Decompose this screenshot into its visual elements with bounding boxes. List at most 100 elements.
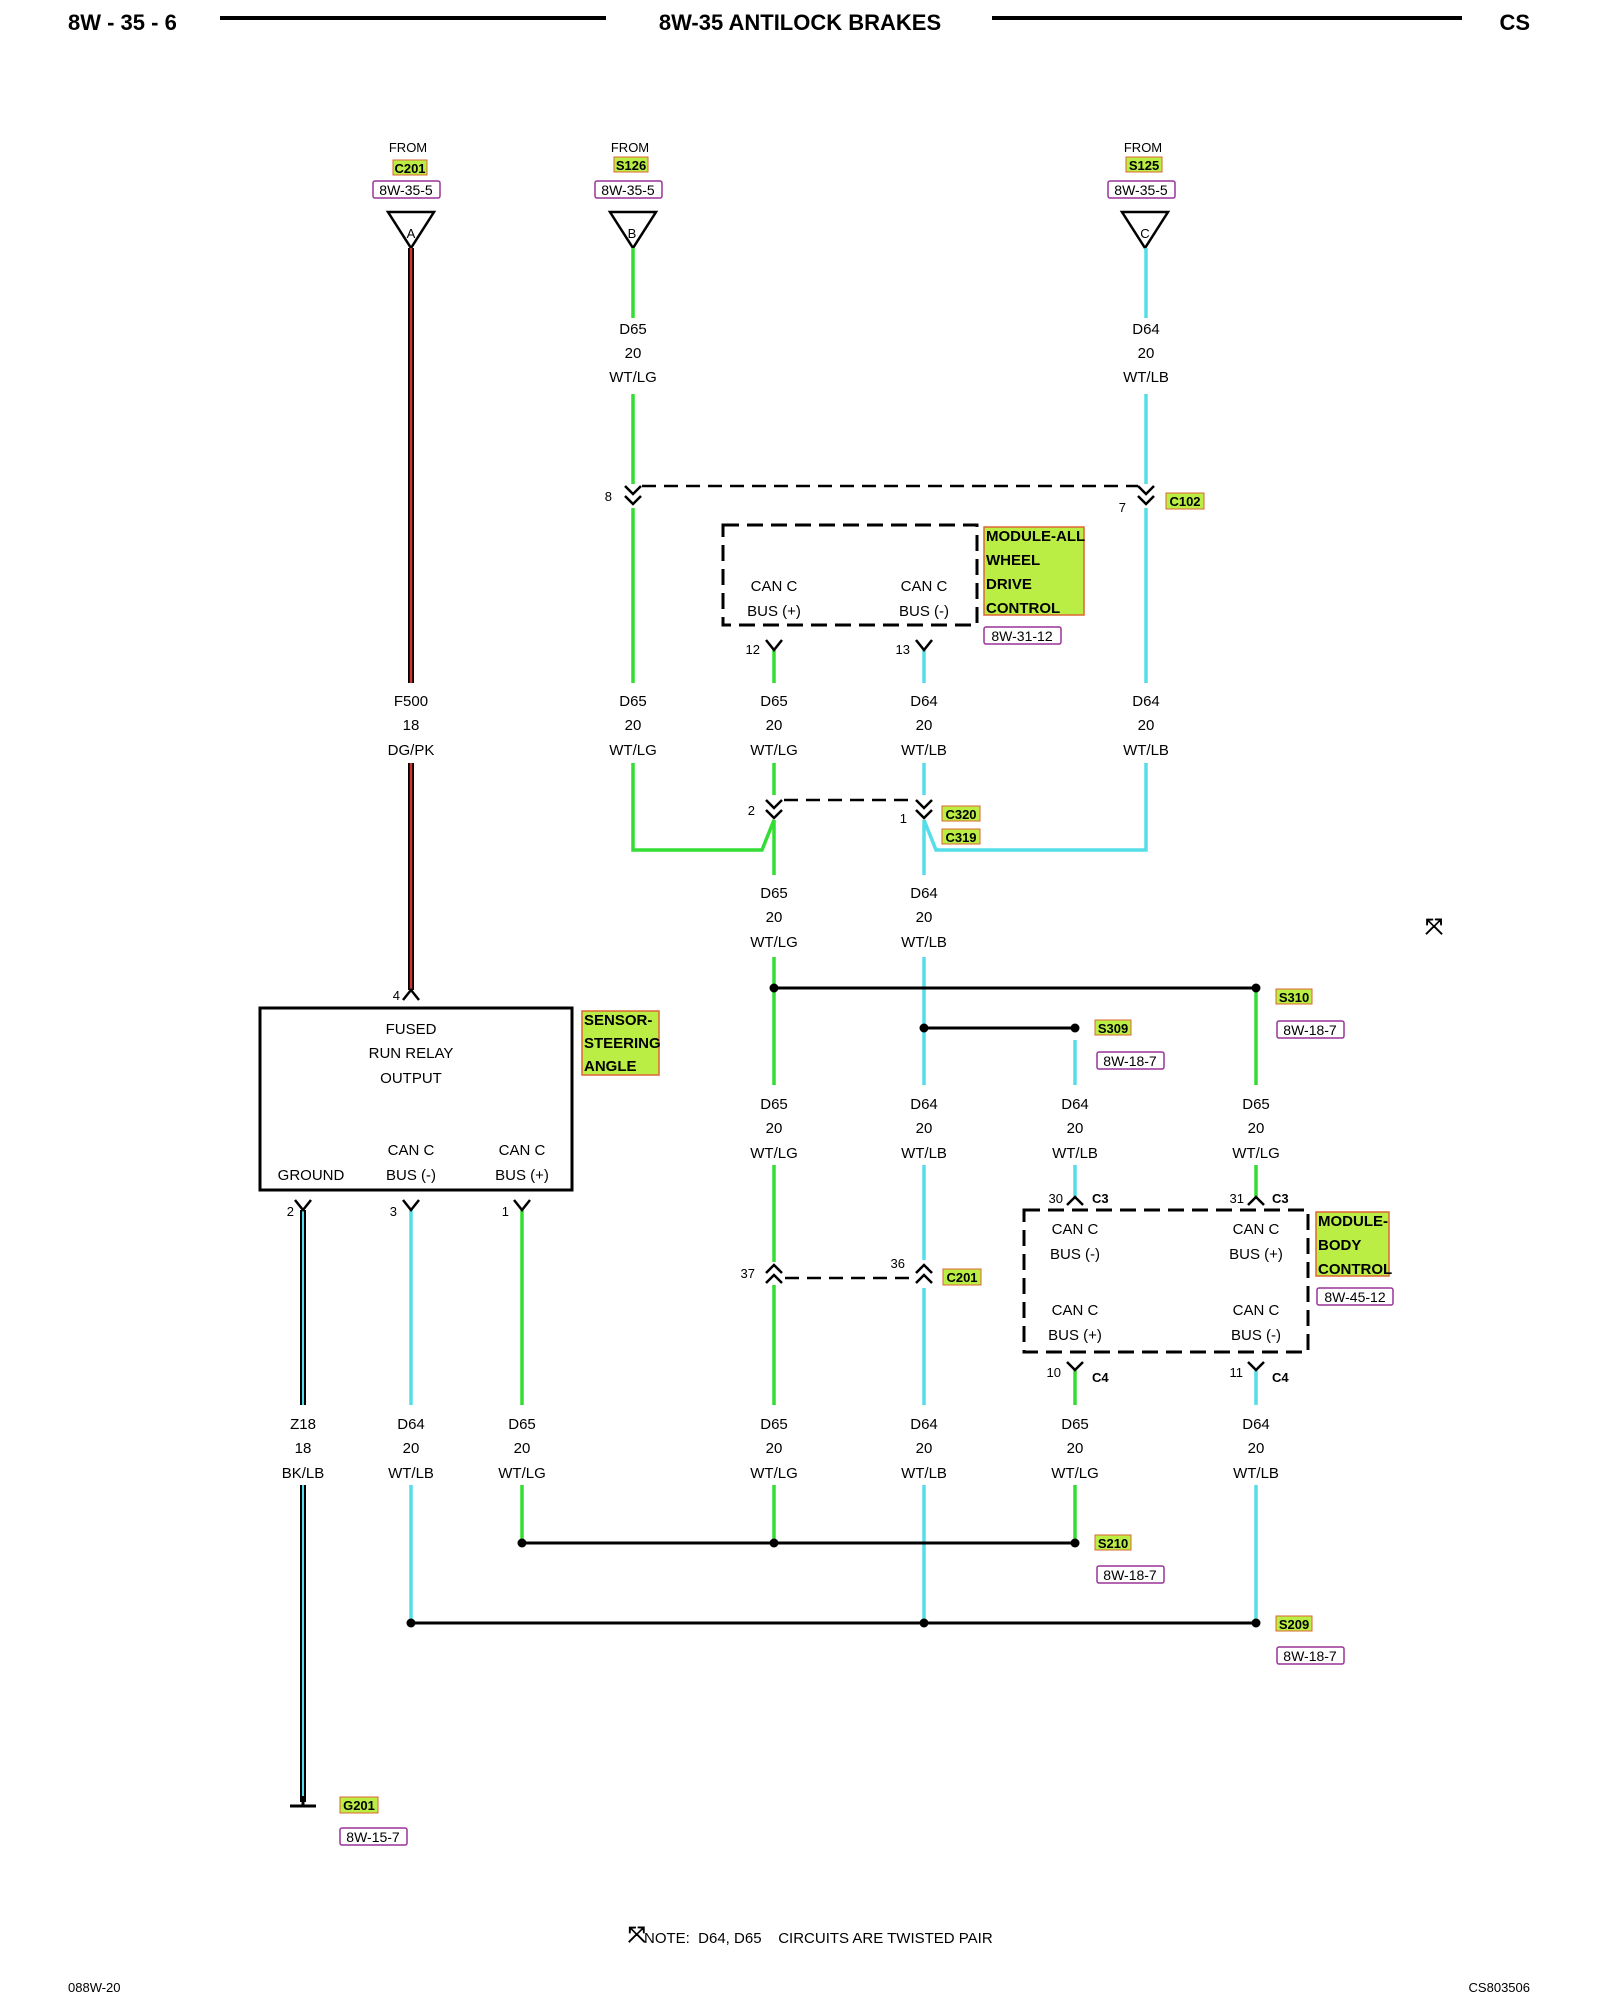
pin-label: 37: [741, 1266, 755, 1281]
module-all-wheel-drive: CAN C BUS (+) CAN C BUS (-) MODULE-ALL W…: [721, 523, 1085, 657]
svg-text:20: 20: [766, 717, 783, 734]
splice-ref: 8W-18-7: [1103, 1053, 1157, 1069]
module-name: STEERING: [584, 1035, 661, 1052]
pin-label: 7: [1119, 500, 1126, 515]
source-ref: 8W-35-5: [601, 182, 655, 198]
pin-function: CAN C: [1052, 1302, 1099, 1319]
svg-text:20: 20: [403, 1440, 420, 1457]
splice-name: S209: [1279, 1617, 1309, 1632]
svg-text:D65: D65: [619, 321, 647, 338]
svg-text:D64: D64: [910, 693, 938, 710]
connector-name: C201: [946, 1270, 977, 1285]
pin-function: BUS (+): [1229, 1246, 1283, 1263]
pin-function: FUSED: [386, 1021, 437, 1038]
pin-label: B: [628, 226, 637, 241]
source-ref: 8W-35-5: [379, 182, 433, 198]
footer-note: NOTE: D64, D65 CIRCUITS ARE TWISTED PAIR: [644, 1930, 993, 1947]
pin-label: 30: [1049, 1191, 1063, 1206]
pin-function: BUS (-): [386, 1167, 436, 1184]
svg-text:WT/LB: WT/LB: [901, 1465, 947, 1482]
svg-text:D65: D65: [760, 1416, 788, 1433]
svg-text:D64: D64: [397, 1416, 425, 1433]
pin-function: CAN C: [499, 1142, 546, 1159]
module-name: BODY: [1318, 1237, 1361, 1254]
svg-text:D64: D64: [1132, 693, 1160, 710]
pin-label: 4: [393, 988, 400, 1003]
svg-text:WT/LG: WT/LG: [750, 934, 798, 951]
pin-label: 1: [502, 1204, 509, 1219]
source-ref: 8W-35-5: [1114, 182, 1168, 198]
pin-function: CAN C: [388, 1142, 435, 1159]
pin-function: RUN RELAY: [369, 1045, 454, 1062]
connector-c201: 37 36 C201: [741, 1256, 982, 1286]
svg-text:D65: D65: [1061, 1416, 1089, 1433]
module-name: WHEEL: [986, 552, 1040, 569]
svg-text:20: 20: [1067, 1120, 1084, 1137]
svg-text:WT/LG: WT/LG: [750, 1465, 798, 1482]
wires: [300, 248, 1258, 1802]
pin-label: 10: [1047, 1365, 1061, 1380]
splice-ref: 8W-18-7: [1103, 1567, 1157, 1583]
svg-text:D65: D65: [760, 885, 788, 902]
svg-text:WT/LB: WT/LB: [1123, 369, 1169, 386]
pin-function: BUS (+): [495, 1167, 549, 1184]
connector-c102: 8 7 C102: [605, 484, 1205, 515]
source-a: FROM C201 8W-35-5 A: [372, 140, 441, 251]
svg-text:WT/LB: WT/LB: [1233, 1465, 1279, 1482]
footer-right-code: CS803506: [1469, 1980, 1530, 1995]
svg-text:D64: D64: [1132, 321, 1160, 338]
svg-text:WT/LG: WT/LG: [750, 1145, 798, 1162]
svg-text:20: 20: [1248, 1440, 1265, 1457]
svg-text:D64: D64: [1061, 1096, 1089, 1113]
pin-function: BUS (-): [1231, 1327, 1281, 1344]
module-name: SENSOR-: [584, 1012, 652, 1029]
source-connector: S125: [1129, 158, 1159, 173]
svg-text:20: 20: [1138, 345, 1155, 362]
pin-function: CAN C: [1052, 1221, 1099, 1238]
pin-label: C: [1140, 226, 1149, 241]
page-header: 8W - 35 - 6 8W-35 ANTILOCK BRAKES CS: [68, 10, 1530, 35]
connector-name: C3: [1092, 1191, 1109, 1206]
splice-s310: S310 8W-18-7: [769, 983, 1345, 1039]
module-body-control: 30 C3 31 C3 CAN C BUS (-) CAN C BUS (+) …: [1022, 1191, 1394, 1385]
svg-text:WT/LB: WT/LB: [1123, 742, 1169, 759]
source-connector: C201: [394, 161, 425, 176]
pin-label: 1: [900, 811, 907, 826]
svg-text:D64: D64: [1242, 1416, 1270, 1433]
pin-label: 11: [1230, 1365, 1244, 1380]
svg-text:Z18: Z18: [290, 1416, 316, 1433]
module-name: CONTROL: [986, 600, 1060, 617]
splice-s210: S210 8W-18-7: [517, 1534, 1165, 1584]
svg-text:WT/LB: WT/LB: [901, 742, 947, 759]
model-code: CS: [1499, 10, 1530, 35]
page-id: 8W - 35 - 6: [68, 10, 177, 35]
pin-function: BUS (+): [1048, 1327, 1102, 1344]
pin-function: OUTPUT: [380, 1070, 442, 1087]
svg-text:WT/LG: WT/LG: [498, 1465, 546, 1482]
svg-text:WT/LB: WT/LB: [901, 1145, 947, 1162]
svg-text:20: 20: [916, 1120, 933, 1137]
svg-text:BK/LB: BK/LB: [282, 1465, 325, 1482]
splice-name: S210: [1098, 1536, 1128, 1551]
pin-label: 12: [746, 642, 760, 657]
svg-text:18: 18: [403, 717, 420, 734]
source-from-label: FROM: [611, 140, 649, 155]
ground-ref: 8W-15-7: [346, 1829, 400, 1845]
twisted-pair-icon: ⤧: [628, 1922, 646, 1947]
svg-text:D65: D65: [760, 1096, 788, 1113]
svg-text:18: 18: [295, 1440, 312, 1457]
connector-name: C319: [945, 830, 976, 845]
pin-label: 2: [287, 1204, 294, 1219]
svg-text:D65: D65: [619, 693, 647, 710]
